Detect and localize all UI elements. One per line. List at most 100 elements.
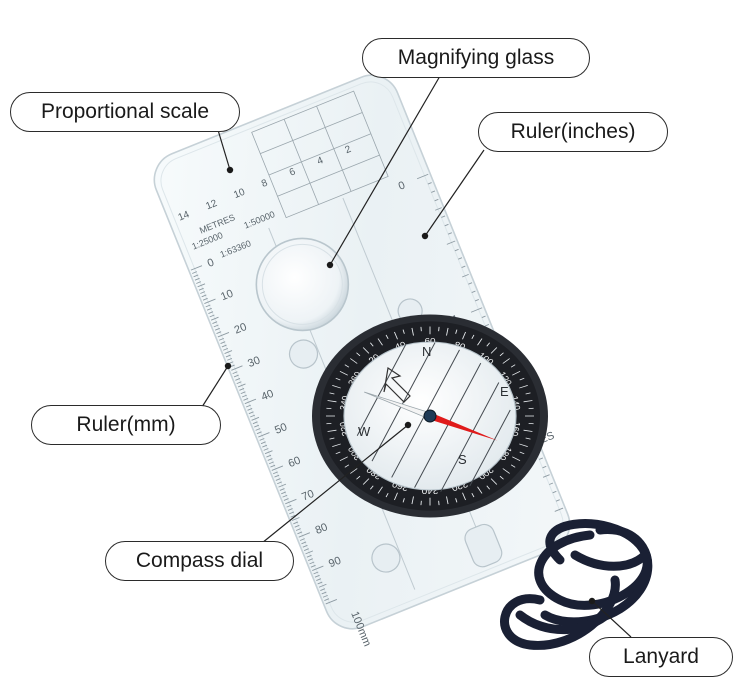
mm-number: 70 — [300, 488, 316, 504]
mm-tick — [193, 274, 199, 278]
mm-tick — [287, 508, 293, 511]
mm-tick — [247, 408, 253, 411]
mm-tick — [259, 438, 265, 441]
scale-number: 8 — [260, 177, 270, 189]
inch-tick — [454, 248, 459, 252]
mm-tick — [220, 341, 226, 344]
mm-tick — [196, 281, 202, 284]
mm-tick — [277, 481, 282, 485]
inch-tick — [416, 173, 429, 180]
magnifying-lens-rim — [261, 243, 343, 325]
bezel-tick — [369, 485, 374, 490]
mm-tick — [301, 541, 307, 545]
bezel-number: 40 — [393, 340, 407, 352]
callout-compass-dial: Compass dial — [105, 541, 294, 581]
bezel-tick — [385, 334, 389, 340]
bezel-tick — [332, 385, 341, 389]
bezel-tick — [486, 342, 491, 347]
mm-tick — [256, 431, 262, 435]
mm-tick — [295, 528, 301, 531]
needle-north — [428, 412, 498, 441]
bezel-tick — [394, 492, 398, 501]
mm-tick — [324, 598, 330, 602]
mm-tick — [320, 588, 326, 591]
bezel-tick — [362, 347, 370, 354]
mm-tick — [317, 581, 323, 585]
inch-tick — [431, 190, 436, 193]
mm-tick — [212, 321, 218, 324]
bezel-tick — [332, 443, 341, 447]
callout-proportional-scale: Proportional scale — [10, 92, 240, 132]
mm-tick — [250, 414, 256, 418]
bezel-tick — [377, 338, 383, 346]
mm-tick — [318, 583, 327, 588]
bezel-tick — [377, 486, 383, 494]
mm-tick — [217, 331, 230, 338]
inch-tick — [485, 324, 490, 327]
bezel-tick — [344, 464, 350, 468]
inch-tick — [435, 207, 442, 211]
callout-ruler-mm: Ruler(mm) — [31, 405, 221, 445]
mm-tick — [268, 461, 274, 465]
bezel-tick — [519, 451, 525, 455]
scale-number: 4 — [316, 155, 326, 167]
mm-tick — [316, 578, 322, 581]
mm-tick — [252, 421, 258, 425]
scale-number: 12 — [204, 198, 219, 213]
mm-tick — [306, 554, 312, 558]
mm-number: 40 — [260, 388, 276, 404]
bezel-tick — [411, 327, 414, 336]
bezel-tick — [525, 437, 531, 440]
inch-tick — [542, 465, 547, 469]
plate-hole — [371, 543, 401, 573]
bezel-tick — [344, 364, 350, 368]
inch-tick — [447, 232, 453, 235]
mm-tick — [209, 314, 215, 318]
mm-tick — [260, 441, 266, 445]
mm-tick — [200, 291, 206, 294]
mm-tick — [214, 327, 220, 331]
mm-number: 80 — [314, 521, 330, 537]
mm-tick — [210, 316, 219, 321]
bezel-tick — [499, 352, 504, 357]
scale-number: 6 — [288, 166, 298, 178]
bezel-tick — [356, 352, 361, 357]
bezel-tick — [455, 498, 458, 503]
mm-tick — [190, 265, 203, 271]
mm-tick — [302, 544, 308, 548]
mm-number: 20 — [233, 321, 249, 337]
mm-tick — [204, 298, 216, 304]
mm-tick — [308, 558, 314, 561]
mm-tick — [271, 465, 284, 471]
mm-number: 0 — [206, 256, 216, 269]
bezel-tick — [477, 338, 483, 346]
bezel-tick — [490, 478, 498, 485]
mm-tick — [213, 324, 219, 328]
mm-tick — [305, 550, 314, 555]
bezel-tick — [362, 478, 370, 485]
mm-tick — [303, 548, 309, 551]
mm-tick — [278, 483, 287, 488]
mm-tick — [325, 599, 338, 605]
bezel-tick — [394, 331, 398, 340]
mm-tick — [274, 474, 280, 478]
mm-tick — [279, 488, 285, 491]
bezel-tick — [486, 485, 491, 490]
mm-tick — [237, 383, 246, 388]
bezel-number: 80 — [453, 340, 467, 352]
inch-tick — [427, 182, 432, 185]
cardinal-w: W — [358, 424, 371, 439]
mm-tick — [254, 424, 260, 428]
bezel-tick — [510, 464, 516, 468]
mm-tick — [208, 311, 214, 314]
mm-tick — [223, 347, 229, 351]
mm-tick — [285, 498, 297, 505]
mm-number: 10 — [219, 288, 235, 304]
mm-tick — [297, 531, 303, 535]
mm-tick — [236, 381, 242, 385]
mm-tick — [272, 471, 278, 475]
mm-number: 60 — [287, 454, 303, 470]
